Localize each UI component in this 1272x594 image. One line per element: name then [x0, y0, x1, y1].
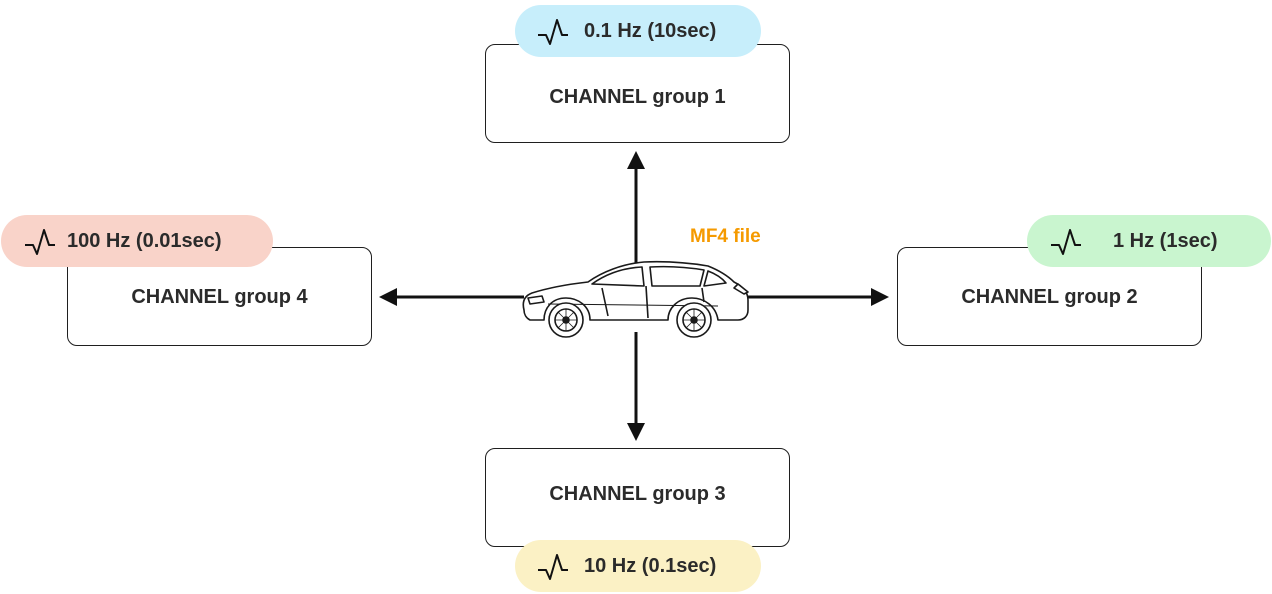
channel-group-1-box: CHANNEL group 1: [485, 44, 790, 143]
waveform-icon: [25, 229, 55, 255]
rate-label-group-4: 100 Hz (0.01sec): [67, 229, 222, 252]
channel-group-2-label: CHANNEL group 2: [961, 286, 1138, 308]
arrow-left-head: [379, 288, 397, 306]
rate-badge-group-4: 100 Hz (0.01sec): [1, 215, 273, 267]
arrow-up-head: [627, 151, 645, 169]
channel-group-3-box: CHANNEL group 3: [485, 448, 790, 547]
rate-badge-group-1: 0.1 Hz (10sec): [515, 5, 761, 57]
channel-group-3-label: CHANNEL group 3: [549, 483, 726, 505]
rate-label-group-2: 1 Hz (1sec): [1113, 229, 1218, 252]
rate-badge-group-3: 10 Hz (0.1sec): [515, 540, 761, 592]
car-icon: [522, 260, 749, 338]
channel-group-4-label: CHANNEL group 4: [131, 286, 308, 308]
arrow-right-head: [871, 288, 889, 306]
rate-label-group-1: 0.1 Hz (10sec): [584, 19, 717, 42]
waveform-icon: [538, 19, 568, 45]
rate-label-group-3: 10 Hz (0.1sec): [584, 554, 717, 577]
waveform-icon: [1051, 229, 1081, 255]
waveform-icon: [538, 554, 568, 580]
arrow-down-head: [627, 423, 645, 441]
mf4-file-label: MF4 file: [690, 226, 761, 247]
channel-group-1-label: CHANNEL group 1: [549, 86, 726, 108]
rate-badge-group-2: 1 Hz (1sec): [1027, 215, 1271, 267]
